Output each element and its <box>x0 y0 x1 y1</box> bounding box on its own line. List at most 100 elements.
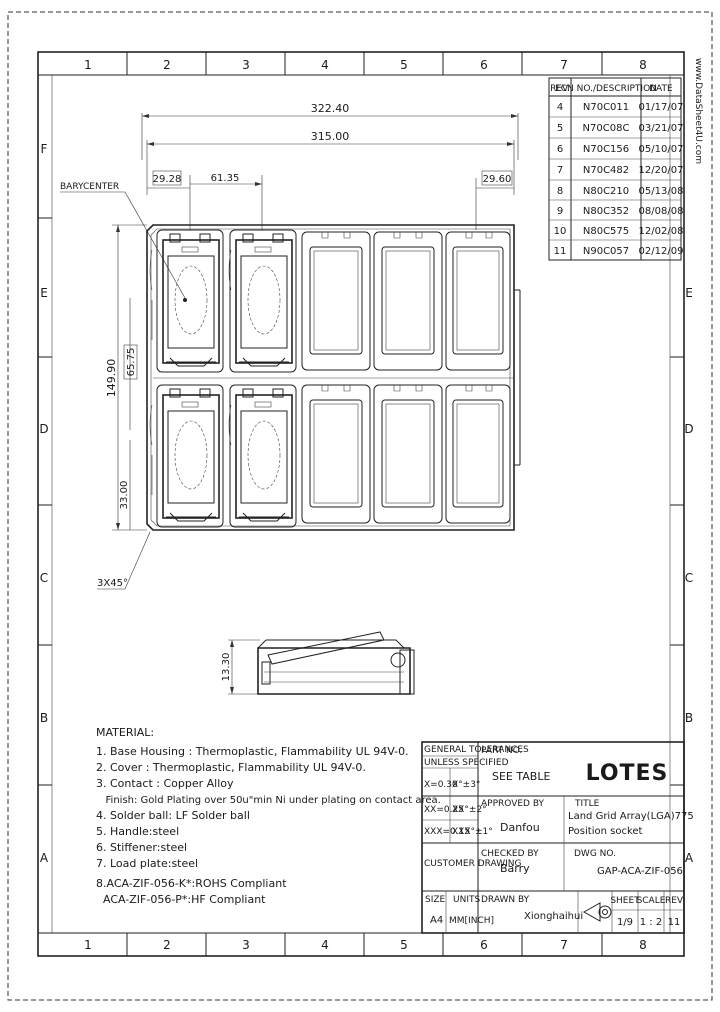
tol-ang-1: X°±3° <box>452 780 480 790</box>
units-value: MM[INCH] <box>449 916 494 926</box>
rev-cell: N80C210 <box>583 186 629 197</box>
socket-cell <box>149 229 224 373</box>
empty-cell <box>301 231 371 371</box>
projection-symbol-icon <box>582 902 612 922</box>
material-item: 3. Contact : Copper Alloy <box>96 777 234 790</box>
empty-cell <box>445 384 511 524</box>
col-label: 7 <box>560 938 568 952</box>
row-label: A <box>685 851 694 865</box>
approved-label: APPROVED BY <box>481 799 545 809</box>
socket-cell <box>149 384 224 528</box>
title-line-1: Land Grid Array(LGA)775 <box>568 811 694 822</box>
col-label: 5 <box>400 938 408 952</box>
rev-header: ECN NO./DESCRIPTION <box>555 84 657 94</box>
revision-table: REV. ECN NO./DESCRIPTION DATE 4 N70C011 … <box>548 77 684 261</box>
rev-cell: 05/13/08 <box>639 186 684 197</box>
units-label: UNITS <box>453 895 480 905</box>
rev-cell: N70C08C <box>583 123 630 134</box>
column-dividers <box>126 52 603 956</box>
dwg-label: DWG NO. <box>574 849 616 859</box>
row-label: D <box>39 422 48 436</box>
tol-xxx: XXX=0.15 <box>424 827 470 837</box>
row-label: E <box>40 286 48 300</box>
dimension-pitch-y: 65.75 <box>123 298 138 430</box>
dimension-right-offset: 29.60 <box>475 170 514 230</box>
row-label: D <box>684 422 693 436</box>
col-label: 8 <box>639 938 647 952</box>
material-item: 5. Handle:steel <box>96 825 179 838</box>
col-label: 1 <box>84 58 92 72</box>
company-logo: LOTES <box>586 761 669 786</box>
title-line-2: Position socket <box>568 826 643 837</box>
col-label: 5 <box>400 58 408 72</box>
tol-header-2: UNLESS SPECIFIED <box>424 758 509 768</box>
dim-right-offset: 29.60 <box>483 174 512 185</box>
col-label: 3 <box>242 938 250 952</box>
material-notes: MATERIAL: 1. Base Housing : Thermoplasti… <box>96 726 441 906</box>
tray-top-view: 322.40 315.00 29.28 61.35 29.60 <box>60 102 521 590</box>
col-label: 4 <box>321 938 329 952</box>
empty-cell <box>373 231 443 371</box>
sheet-label: SHEET <box>610 896 640 906</box>
drawn-value: Xionghaihui <box>524 911 583 922</box>
outer-frame <box>7 11 713 1001</box>
dimension-inner-width: 315.00 <box>146 130 515 195</box>
checked-label: CHECKED BY <box>481 849 539 859</box>
rev-cell: N70C011 <box>583 102 629 113</box>
approved-value: Danfou <box>500 821 540 834</box>
row-label: A <box>40 851 49 865</box>
material-item: 6. Stiffener:steel <box>96 841 187 854</box>
rev-cell: 03/21/07 <box>639 123 684 134</box>
customer-label: CUSTOMER DRAWING <box>424 859 522 869</box>
dimension-overall-width: 322.40 <box>141 102 519 160</box>
col-label: 1 <box>84 938 92 952</box>
row-label: B <box>40 711 48 725</box>
rev-cell: N70C482 <box>583 165 629 176</box>
col-label: 7 <box>560 58 568 72</box>
dim-inner-width: 315.00 <box>311 130 350 143</box>
column-labels-top: 1 2 3 4 5 6 7 8 <box>84 58 647 72</box>
row-labels: F E D C B A E D C B A <box>39 142 694 865</box>
part-no-value: SEE TABLE <box>492 770 550 783</box>
material-item: 1. Base Housing : Thermoplastic, Flammab… <box>96 745 409 758</box>
tray-cells <box>149 229 511 528</box>
rev-cell: 6 <box>557 144 563 155</box>
rev-cell: 5 <box>557 123 563 134</box>
rev-cell: N90C057 <box>583 246 629 257</box>
dimension-bottom-offset: 33.00 <box>119 440 131 530</box>
col-label: 4 <box>321 58 329 72</box>
col-label: 2 <box>163 58 171 72</box>
size-value: A4 <box>430 915 443 926</box>
row-label: B <box>685 711 693 725</box>
title-block: GENERAL TOLERANCES UNLESS SPECIFIED X=0.… <box>421 741 694 934</box>
rev-cell: 8 <box>557 186 563 197</box>
socket-cell <box>228 384 297 528</box>
material-item: 4. Solder ball: LF Solder ball <box>96 809 250 822</box>
rev-cell: 4 <box>557 102 563 113</box>
part-no-label: PART NO. <box>481 746 522 756</box>
tol-ang-3: XXX°±1° <box>452 827 493 837</box>
rev-header: DATE <box>649 84 673 94</box>
size-label: SIZE <box>425 895 446 905</box>
rev-label: REV <box>665 896 684 906</box>
dim-overall-width: 322.40 <box>311 102 350 115</box>
dwg-value: GAP-ACA-ZIF-056 <box>597 866 683 877</box>
rev-cell: 11 <box>554 246 567 257</box>
col-label: 6 <box>480 938 488 952</box>
row-label: F <box>41 142 48 156</box>
material-note: 8.ACA-ZIF-056-K*:ROHS Compliant <box>96 877 287 890</box>
rev-cell: 12/02/08 <box>639 226 684 237</box>
empty-cell <box>445 231 511 371</box>
material-title: MATERIAL: <box>96 726 154 739</box>
rev-cell: 7 <box>557 165 563 176</box>
dim-overall-height: 149.90 <box>105 359 118 398</box>
col-label: 3 <box>242 58 250 72</box>
rev-cell: 05/10/07 <box>639 144 684 155</box>
rev-value: 11 <box>668 917 681 928</box>
inner-frame <box>37 51 685 957</box>
dimension-pitch-x: 61.35 <box>189 173 263 230</box>
rev-cell: 01/17/07 <box>639 102 684 113</box>
material-item: 2. Cover : Thermoplastic, Flammability U… <box>96 761 366 774</box>
rev-cell: 12/20/07 <box>639 165 684 176</box>
dim-pitch-y: 65.75 <box>126 348 137 377</box>
